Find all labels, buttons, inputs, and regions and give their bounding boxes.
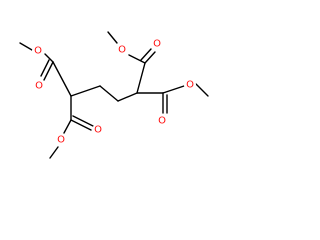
bond-c-o-double-upper-right-b bbox=[140, 48, 152, 61]
bond-o-c-upper-left bbox=[44, 53, 54, 63]
atom-label: O bbox=[35, 81, 43, 92]
oxygen-atom-lower-left-carbonyl: O bbox=[92, 124, 104, 136]
bond-c-ch-upper-left bbox=[52, 61, 72, 97]
oxygen-atom-upper-right-ester: O bbox=[116, 44, 128, 56]
chemical-structure-diagram: O O O O O O O O bbox=[19, 31, 209, 159]
bond-ch2-ch2 bbox=[99, 85, 119, 102]
bond-lines bbox=[19, 31, 209, 159]
bond-c-o-double-upper-right-a bbox=[144, 51, 156, 64]
atom-labels: O O O O O O O O bbox=[32, 38, 196, 146]
oxygen-atom-lower-right-carbonyl: O bbox=[156, 115, 168, 127]
oxygen-atom-upper-left-ester: O bbox=[32, 45, 44, 57]
bond-c-o-double-lower-left-a bbox=[70, 119, 92, 131]
bond-c-o-double-upper-left-b bbox=[40, 59, 50, 77]
atom-label: O bbox=[57, 135, 65, 146]
bond-ch2-ch-right bbox=[117, 92, 138, 102]
bond-c-o-lower-left bbox=[63, 119, 72, 134]
bond-ch-ch2-left bbox=[70, 85, 101, 97]
atom-label: O bbox=[94, 125, 102, 136]
atom-label: O bbox=[186, 80, 194, 91]
atom-label: O bbox=[153, 39, 161, 50]
oxygen-atom-upper-right-carbonyl: O bbox=[151, 38, 163, 50]
atom-label: O bbox=[118, 45, 126, 56]
atom-label: O bbox=[158, 116, 166, 127]
bond-o-methyl-lower-right bbox=[195, 83, 209, 97]
bond-c-o-double-upper-left-a bbox=[43, 61, 54, 81]
bond-ch-c-upper-right bbox=[136, 62, 146, 94]
oxygen-atom-lower-left-ester: O bbox=[55, 134, 67, 146]
bond-c-o-lower-right bbox=[162, 85, 185, 94]
bond-c-o-upper-right bbox=[128, 54, 146, 64]
oxygen-atom-upper-left-carbonyl: O bbox=[33, 80, 45, 92]
atom-label: O bbox=[34, 46, 42, 57]
oxygen-atom-lower-right-ester: O bbox=[184, 79, 196, 91]
bond-c-o-double-lower-left-b bbox=[72, 115, 94, 127]
bond-o-methyl-lower-left bbox=[49, 146, 59, 159]
bond-methyl-o-upper-left bbox=[19, 42, 33, 51]
bond-o-methyl-upper-right bbox=[107, 31, 118, 44]
